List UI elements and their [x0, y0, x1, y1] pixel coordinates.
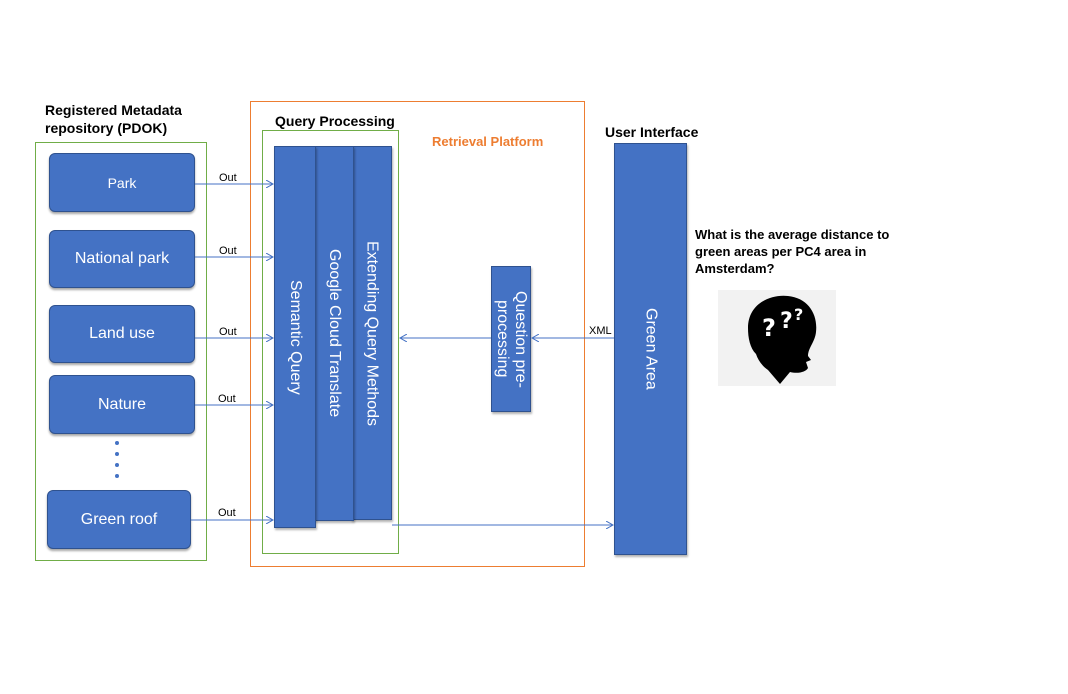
- head-question-icon: ? ? ?: [718, 290, 836, 386]
- green-area-panel[interactable]: Green Area: [614, 143, 687, 555]
- source-green-roof[interactable]: Green roof: [47, 490, 191, 549]
- out-label-green-roof: Out: [218, 507, 236, 519]
- question-preprocessing-label: Question pre-processing: [494, 290, 529, 388]
- query-processing-frame: [262, 130, 399, 554]
- source-national-park-label: National park: [74, 250, 170, 267]
- source-nature-label: Nature: [97, 395, 147, 413]
- google-cloud-translate-bar[interactable]: Google Cloud Translate: [314, 146, 354, 521]
- ellipsis-dot: [115, 463, 119, 467]
- user-question-text: What is the average distance to green ar…: [695, 227, 890, 276]
- semantic-query-bar[interactable]: Semantic Query: [274, 146, 316, 528]
- repository-frame: [35, 142, 207, 561]
- google-cloud-translate-label: Google Cloud Translate: [326, 249, 343, 418]
- svg-text:?: ?: [780, 309, 793, 334]
- ellipsis-dot: [115, 441, 119, 445]
- xml-label: XML: [589, 325, 612, 337]
- source-land-use-label: Land use: [89, 325, 155, 342]
- source-park-label: Park: [107, 174, 137, 191]
- source-green-roof-label: Green roof: [80, 510, 158, 528]
- out-label-nature: Out: [218, 393, 236, 405]
- out-label-park: Out: [219, 172, 237, 184]
- retrieval-platform-title: Retrieval Platform: [432, 134, 544, 149]
- green-area-label: Green Area: [642, 308, 660, 390]
- out-label-national-park: Out: [219, 245, 237, 257]
- source-national-park[interactable]: National park: [49, 230, 195, 288]
- query-processing-title: Query Processing: [275, 113, 395, 129]
- user-interface-title: User Interface: [605, 124, 699, 140]
- source-land-use[interactable]: Land use: [49, 305, 195, 363]
- svg-text:?: ?: [762, 314, 776, 342]
- extending-query-methods-bar[interactable]: Extending Query Methods: [351, 146, 392, 520]
- svg-text:?: ?: [794, 305, 803, 324]
- source-park[interactable]: Park: [49, 153, 195, 212]
- semantic-query-label: Semantic Query: [287, 279, 304, 395]
- question-preprocessing-bar[interactable]: Question pre-processing: [491, 266, 531, 412]
- ellipsis-dot: [115, 452, 119, 456]
- out-label-land-use: Out: [219, 326, 237, 338]
- ellipsis-dot: [115, 474, 119, 478]
- repository-title-line1: Registered Metadata: [45, 102, 182, 118]
- repository-title-line2: repository (PDOK): [45, 120, 168, 136]
- retrieval-platform-frame: [250, 101, 585, 567]
- source-nature[interactable]: Nature: [49, 375, 195, 434]
- extending-query-methods-label: Extending Query Methods: [363, 240, 381, 426]
